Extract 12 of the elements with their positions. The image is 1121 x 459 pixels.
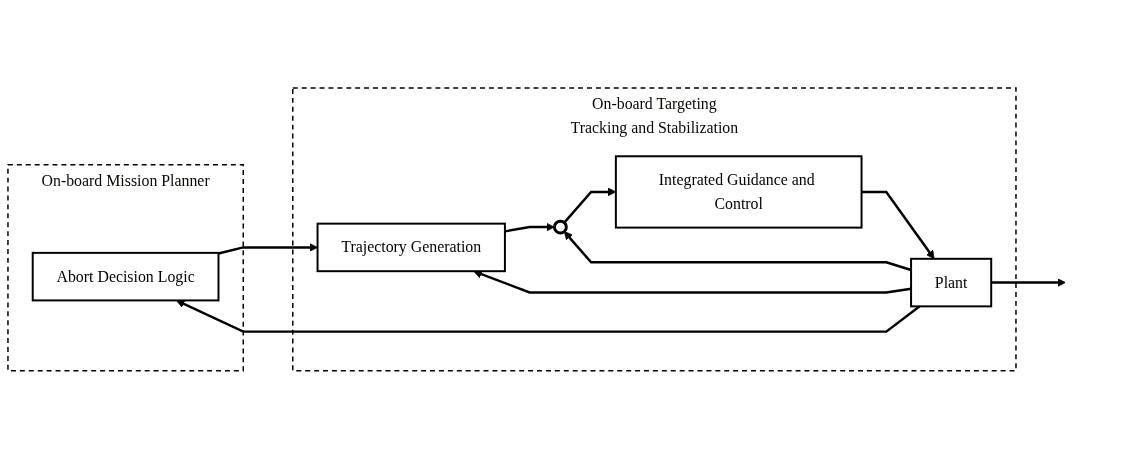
node-circle — [552, 219, 568, 235]
node-box: Integrated Guidance and Control — [614, 155, 863, 229]
arrow — [861, 190, 935, 260]
arrow — [176, 299, 921, 333]
arrow — [473, 270, 912, 294]
node-box: Trajectory Generation — [316, 222, 506, 273]
arrow — [563, 231, 912, 272]
arrow — [991, 278, 1066, 288]
arrow — [218, 243, 318, 255]
node-box: Abort Decision Logic — [31, 252, 220, 302]
node-box: Plant — [910, 257, 993, 308]
arrow — [504, 222, 555, 233]
